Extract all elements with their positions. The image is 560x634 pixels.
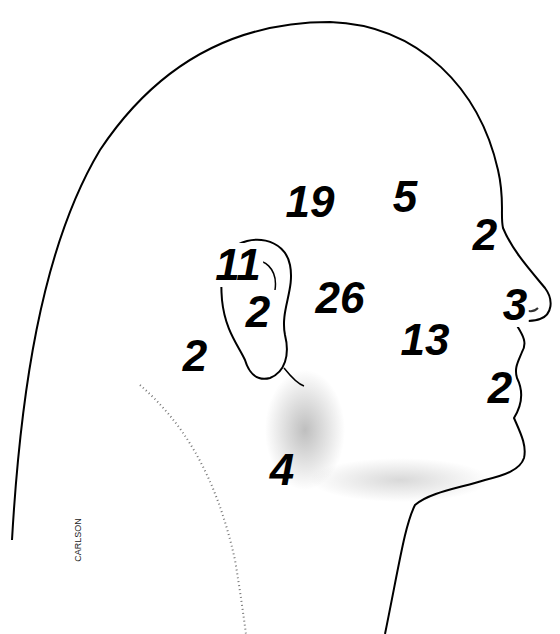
head-outline <box>12 22 551 634</box>
callout-number: 19 <box>284 180 337 224</box>
callout-number: 4 <box>268 448 296 492</box>
callout-number: 2 <box>244 290 272 334</box>
callout-number: 5 <box>391 175 419 219</box>
callout-number: 2 <box>181 334 209 378</box>
callout-number: 2 <box>471 213 499 257</box>
callout-number: 11 <box>213 243 263 287</box>
callout-number: 13 <box>399 318 452 362</box>
callout-number: 26 <box>314 276 367 320</box>
artist-signature: CARLSON <box>74 518 83 562</box>
jaw-shading <box>310 458 490 502</box>
neck-stipple <box>140 385 246 634</box>
callout-number: 3 <box>501 283 529 327</box>
callout-number: 2 <box>486 366 514 410</box>
jaw-line <box>284 368 304 386</box>
